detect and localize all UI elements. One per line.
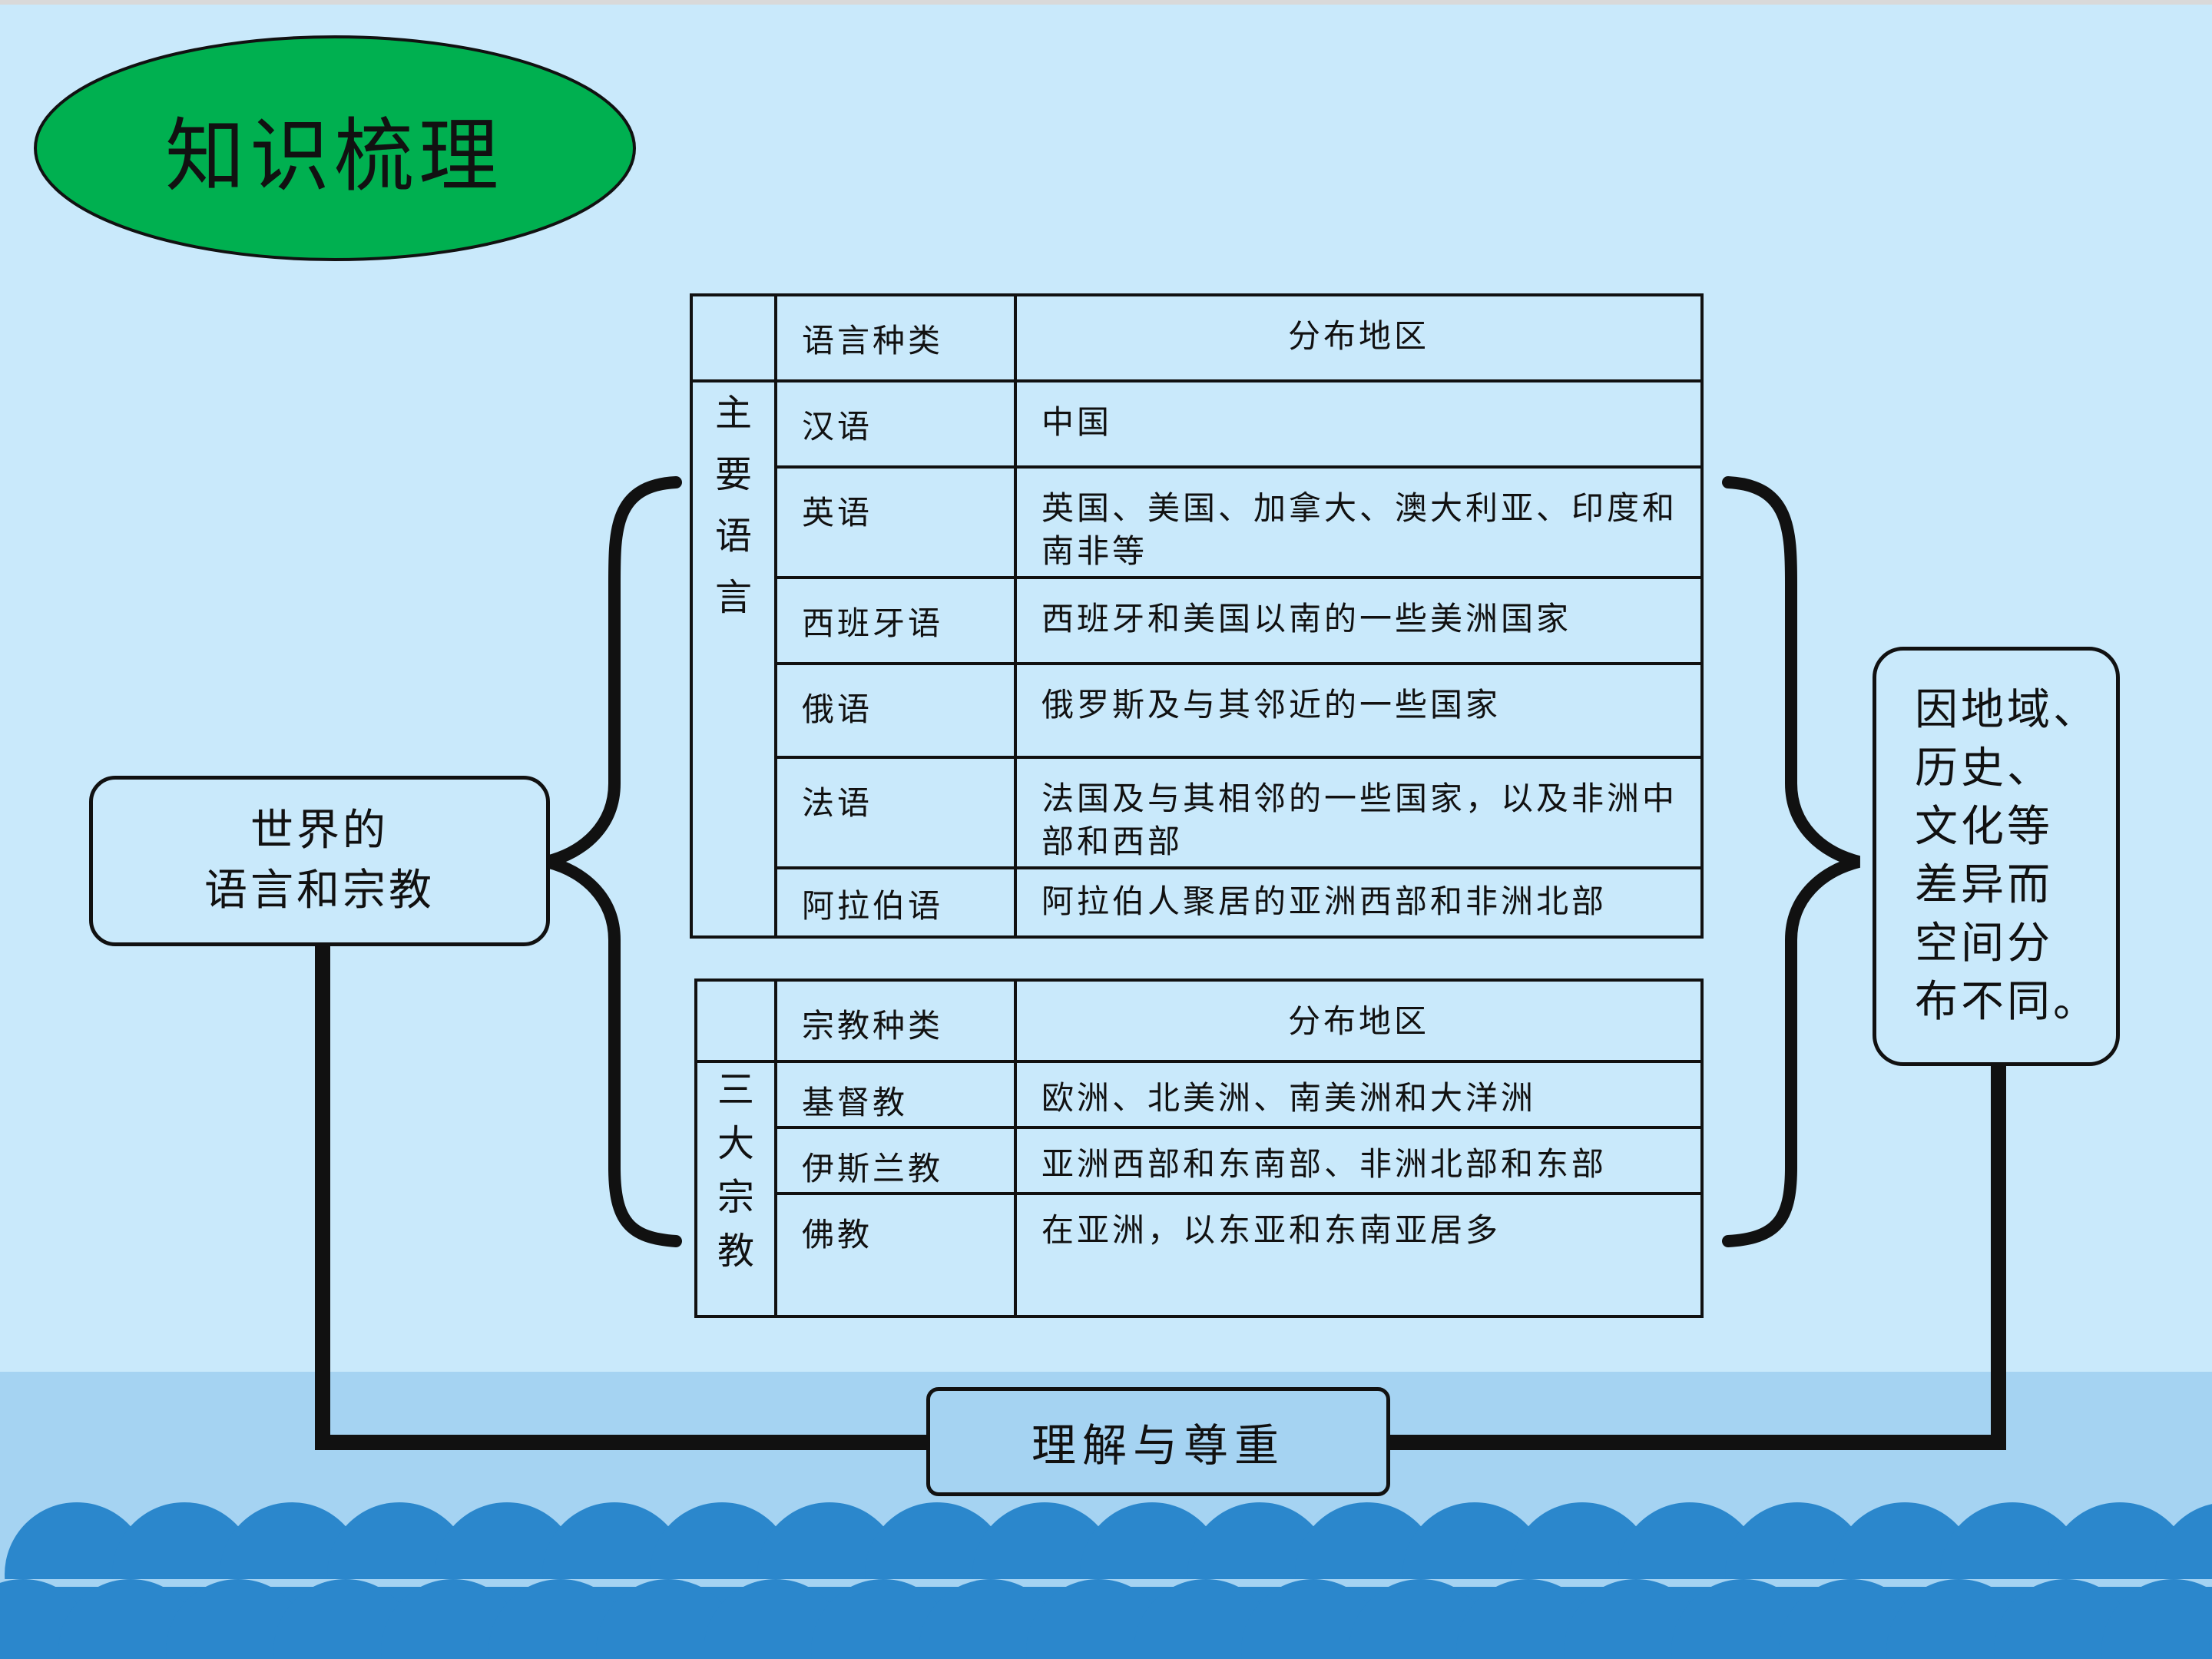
- table-row: 俄语 俄罗斯及与其邻近的一些国家: [691, 662, 1704, 759]
- wave-scallop: [1886, 1579, 2031, 1659]
- religions-table: 宗教种类 分布地区 三 大 宗 教 基督教 欧洲、北美洲、南美洲和大洋洲 伊斯兰…: [694, 979, 1704, 1318]
- language-region: 中国: [1014, 379, 1704, 469]
- religion-type: 伊斯兰教: [774, 1126, 1017, 1195]
- corner-cell: [690, 293, 777, 382]
- topic-line-1: 世界的: [250, 806, 389, 856]
- religion-region: 亚洲西部和东南部、非洲北部和东部: [1014, 1126, 1704, 1195]
- table-header-row: 语言种类 分布地区: [690, 293, 1704, 382]
- topic-line-2: 语言和宗教: [204, 866, 435, 916]
- language-region: 阿拉伯人聚居的亚洲西部和非洲北部: [1014, 866, 1704, 939]
- wave-scallop: [811, 1579, 955, 1659]
- table-row: 主 要 语 言 汉语 中国: [690, 379, 1704, 939]
- right-connector: [1390, 1066, 2006, 1450]
- wave-scallop: [488, 1579, 633, 1659]
- reason-line: 文化等: [1915, 802, 2053, 852]
- top-edge: [0, 0, 2212, 5]
- reason-line: 历史、: [1915, 743, 2053, 793]
- reason-line: 差异而: [1915, 860, 2053, 910]
- wave-scallop: [1994, 1579, 2138, 1659]
- wave-scallop: [273, 1579, 418, 1659]
- religion-region: 在亚洲，以东亚和东南亚居多: [1014, 1192, 1704, 1318]
- wave-scallop: [2101, 1579, 2212, 1659]
- language-type: 法语: [774, 756, 1017, 869]
- wave-scallop: [1134, 1579, 1278, 1659]
- language-type: 俄语: [774, 662, 1017, 759]
- table-row: 英语 英国、美国、加拿大、澳大利亚、印度和南非等: [691, 465, 1704, 579]
- topic-box: 世界的 语言和宗教: [89, 776, 550, 946]
- wave-scallop: [919, 1579, 1063, 1659]
- wave-pattern: [0, 1502, 2212, 1659]
- header-type: 语言种类: [774, 293, 1017, 382]
- page-title: 知识梳理: [164, 108, 503, 203]
- table-row: 法语 法国及与其相邻的一些国家，以及非洲中部和西部: [691, 756, 1704, 869]
- wave-scallop: [1671, 1579, 1816, 1659]
- title-ellipse: [34, 35, 636, 261]
- table-row: 阿拉伯语 阿拉伯人聚居的亚洲西部和非洲北部: [691, 866, 1704, 939]
- language-region: 法国及与其相邻的一些国家，以及非洲中部和西部: [1014, 756, 1704, 869]
- table-row: 伊斯兰教 亚洲西部和东南部、非洲北部和东部: [696, 1126, 1704, 1195]
- language-region: 俄罗斯及与其邻近的一些国家: [1014, 662, 1704, 759]
- wave-scallop: [596, 1579, 740, 1659]
- conclusion-box: 理解与尊重: [926, 1387, 1390, 1496]
- table-row: 三 大 宗 教 基督教 欧洲、北美洲、南美洲和大洋洲: [694, 1060, 1704, 1318]
- group-label-languages: 主 要 语 言: [690, 379, 777, 939]
- header-region: 分布地区: [1014, 293, 1704, 382]
- religion-type: 佛教: [774, 1192, 1017, 1318]
- wave-scallop: [2209, 1630, 2212, 1659]
- reason-line: 布不同。: [1915, 977, 2099, 1027]
- reason-line: 因地域、: [1915, 685, 2099, 735]
- wave-scallop: [381, 1579, 525, 1659]
- wave-scallop: [704, 1579, 848, 1659]
- header-region: 分布地区: [1014, 979, 1704, 1063]
- header-type: 宗教种类: [774, 979, 1017, 1063]
- language-region: 英国、美国、加拿大、澳大利亚、印度和南非等: [1014, 465, 1704, 579]
- table-header-row: 宗教种类 分布地区: [694, 979, 1704, 1063]
- wave-scallop: [1026, 1579, 1171, 1659]
- language-type: 阿拉伯语: [774, 866, 1017, 939]
- wave-scallop: [58, 1579, 203, 1659]
- right-brace: [1722, 476, 1861, 1247]
- wave-scallop: [1779, 1579, 1923, 1659]
- wave-scallop: [1241, 1579, 1386, 1659]
- language-type: 西班牙语: [774, 576, 1017, 665]
- language-type: 汉语: [774, 379, 1017, 469]
- wave-scallop: [1349, 1579, 1493, 1659]
- reason-box: 因地域、 历史、 文化等 差异而 空间分 布不同。: [1873, 647, 2120, 1066]
- wave-scallop: [166, 1579, 310, 1659]
- wave-scallop: [1456, 1579, 1601, 1659]
- language-type: 英语: [774, 465, 1017, 579]
- religion-region: 欧洲、北美洲、南美洲和大洋洲: [1014, 1060, 1704, 1129]
- reason-line: 空间分: [1915, 919, 2053, 969]
- table-row: 佛教 在亚洲，以东亚和东南亚居多: [696, 1192, 1704, 1318]
- left-connector: [315, 946, 926, 1450]
- religion-type: 基督教: [774, 1060, 1017, 1129]
- left-brace: [545, 476, 682, 1247]
- languages-table: 语言种类 分布地区 主 要 语 言 汉语 中国 英语 英国、美国、加拿大、澳大利…: [690, 293, 1704, 939]
- table-row: 西班牙语 西班牙和美国以南的一些美洲国家: [691, 576, 1704, 665]
- group-label-religions: 三 大 宗 教: [694, 1060, 777, 1318]
- corner-cell: [694, 979, 777, 1063]
- wave-scallop: [1564, 1579, 1708, 1659]
- language-region: 西班牙和美国以南的一些美洲国家: [1014, 576, 1704, 665]
